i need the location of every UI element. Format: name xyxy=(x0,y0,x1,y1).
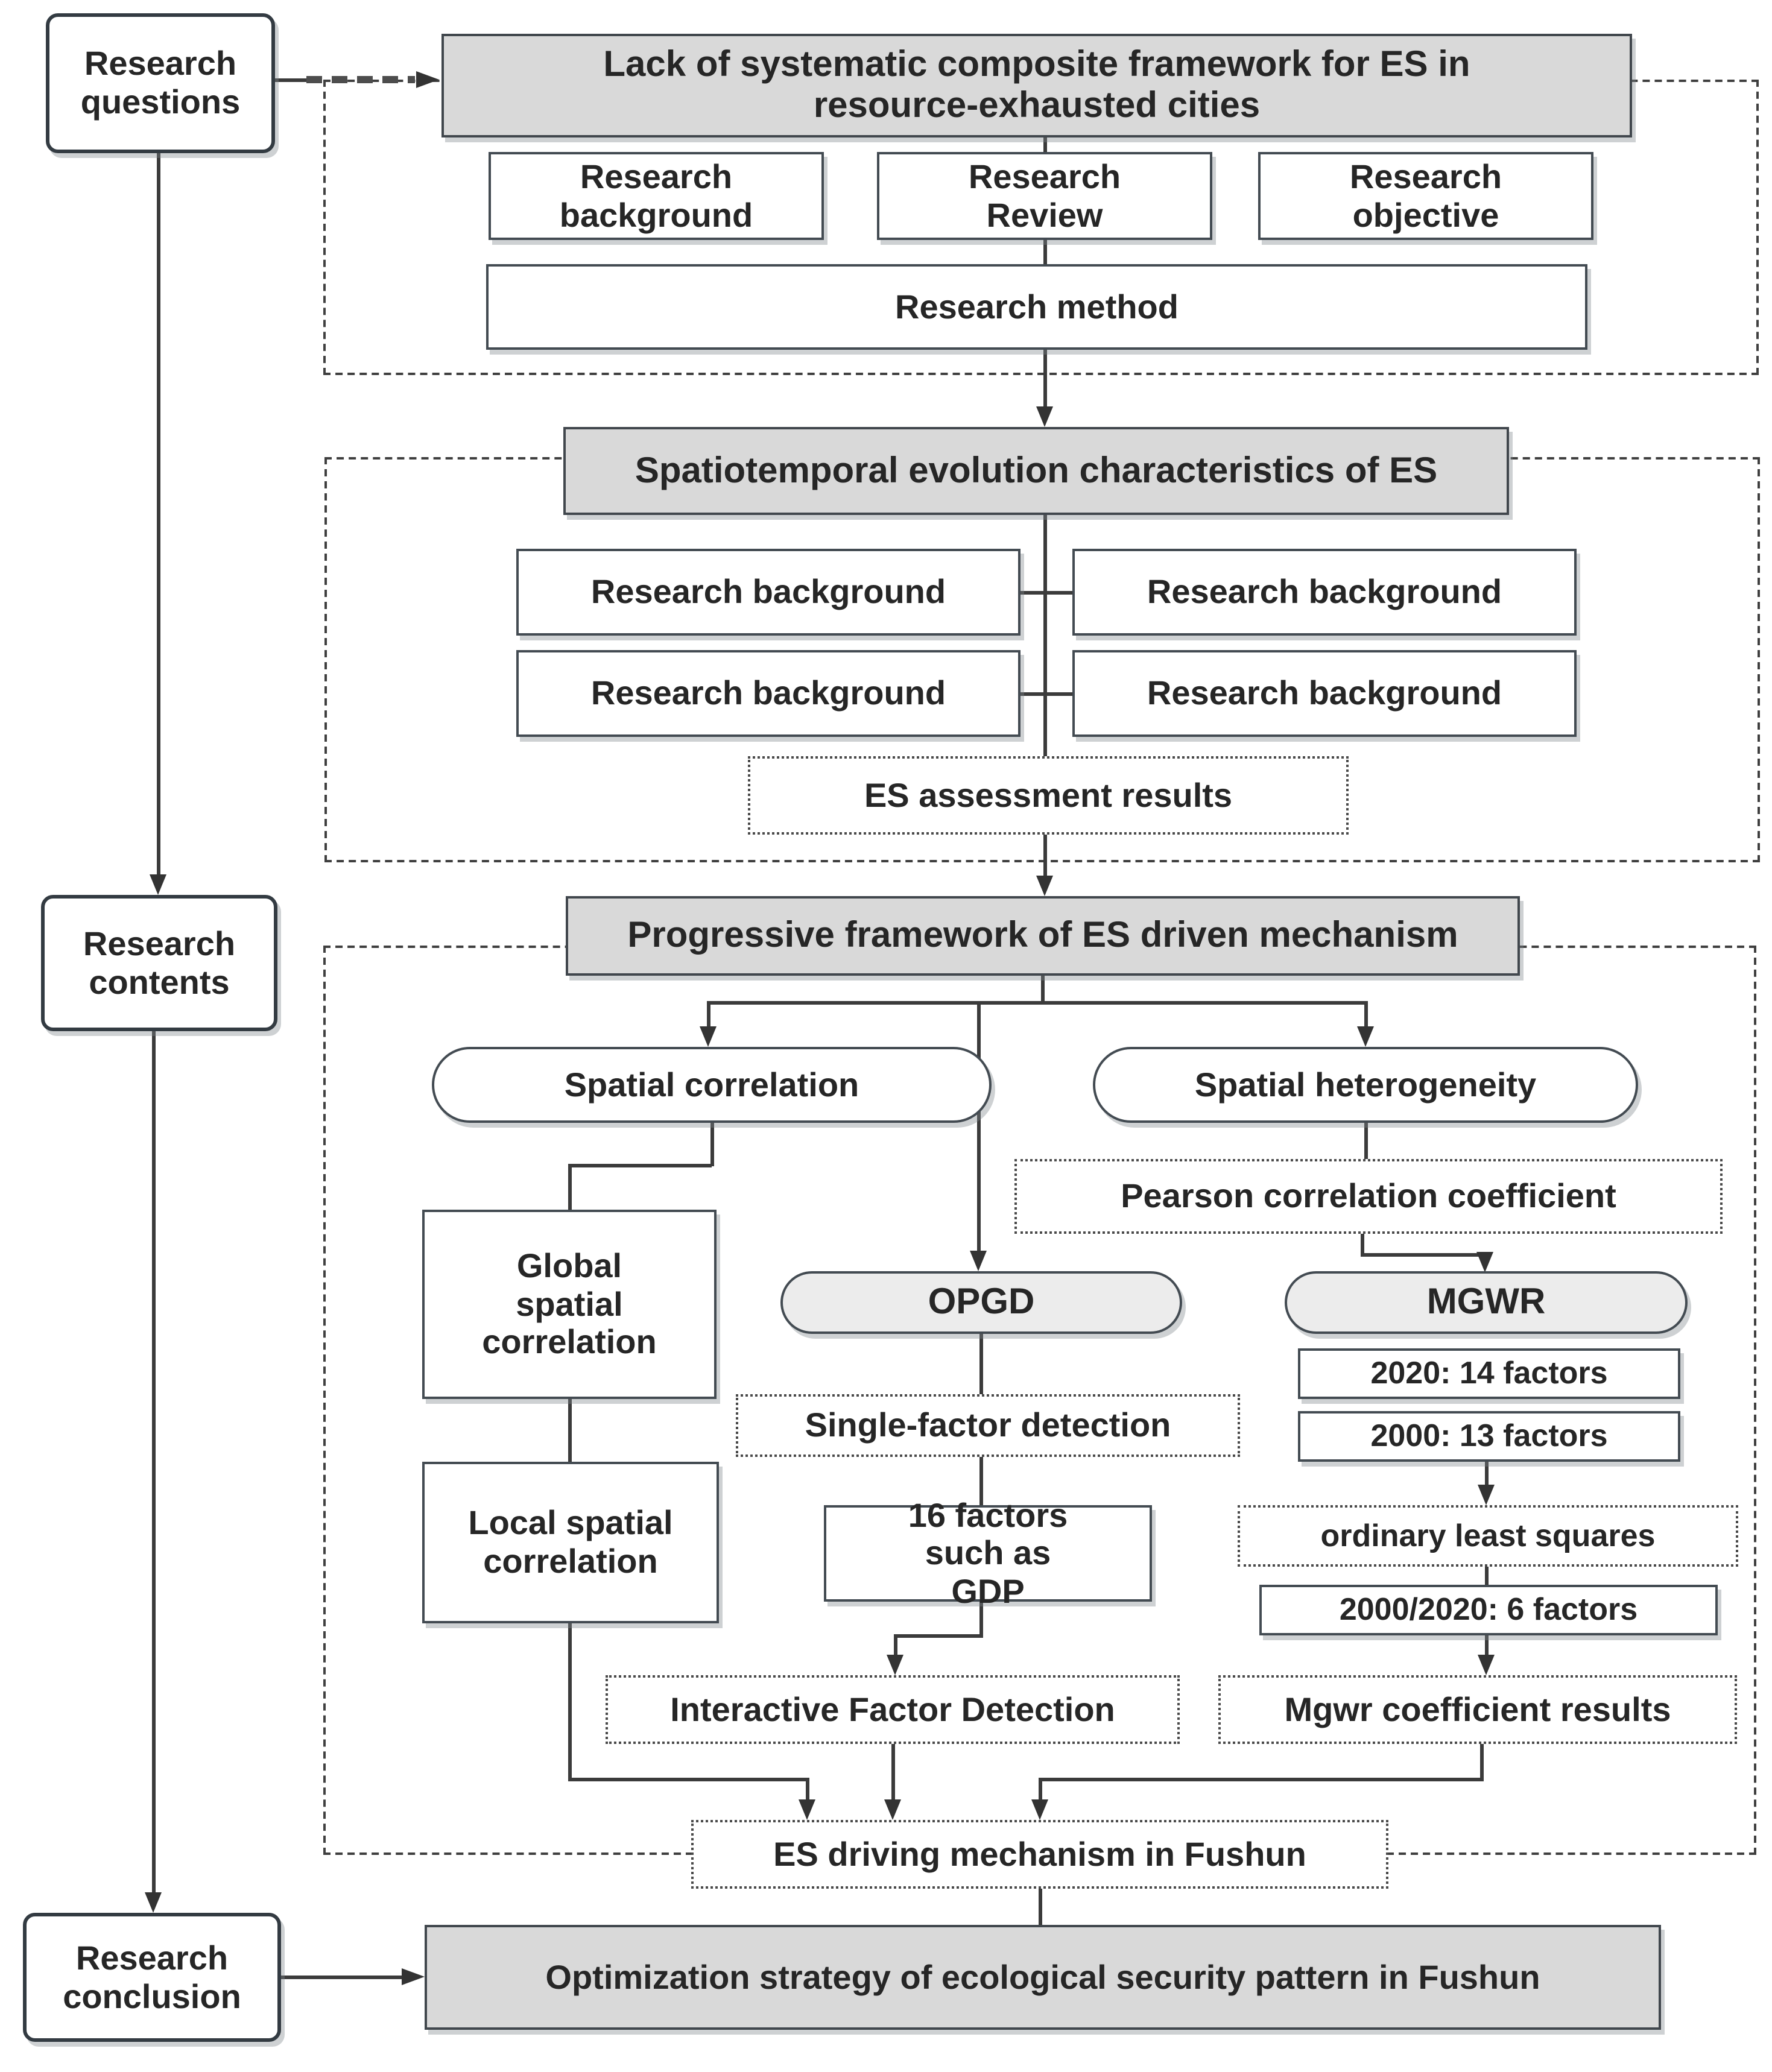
arrowhead-into-header1 xyxy=(416,71,439,88)
drop-to-interactive xyxy=(894,1634,897,1656)
global-spatial-correlation-box: Global spatial correlation xyxy=(422,1210,717,1399)
pearson-coefficient-box: Pearson correlation coefficient xyxy=(1014,1159,1723,1234)
arrowhead-into-mgwr xyxy=(1476,1252,1493,1272)
connector-interactive-esdriving xyxy=(891,1744,894,1802)
elbow-mgwrresults-esdriving xyxy=(1039,1778,1482,1781)
drop-right-esdriving xyxy=(1039,1778,1042,1802)
research-background-r1-left: Research background xyxy=(516,549,1020,636)
interactive-factor-detection-box: Interactive Factor Detection xyxy=(606,1675,1180,1744)
group2-header: Spatiotemporal evolution characteristics… xyxy=(563,427,1509,515)
local-spatial-correlation-box: Local spatial correlation xyxy=(422,1462,719,1623)
connector-review-method xyxy=(1043,240,1046,264)
connector-f6-mgwrresults xyxy=(1485,1635,1488,1657)
connector-singlefactor-16f xyxy=(979,1457,983,1505)
drop-left-esdriving xyxy=(806,1778,809,1802)
arrowhead-into-conclusion xyxy=(145,1892,162,1913)
connector-esdriving-optimization xyxy=(1039,1889,1042,1925)
connector-correlation-elbow xyxy=(710,1123,714,1166)
connector-questions-contents xyxy=(157,153,160,876)
spatial-correlation-pill: Spatial correlation xyxy=(432,1047,992,1123)
connector-local-down xyxy=(568,1623,571,1781)
factors-2000-box: 2000: 13 factors xyxy=(1298,1411,1680,1462)
connector-method-spatiotemporal xyxy=(1043,350,1046,408)
factors-combined-box: 2000/2020: 6 factors xyxy=(1259,1585,1718,1635)
connector-heterogeneity-pearson xyxy=(1364,1123,1367,1159)
connector-16f-elbow xyxy=(979,1602,983,1638)
elbow-16f-interactive xyxy=(894,1634,982,1637)
factors-2020-box: 2020: 14 factors xyxy=(1298,1348,1680,1399)
connector-global-local xyxy=(568,1399,571,1462)
arrowhead-into-spatial-correlation xyxy=(700,1026,717,1047)
split-horizontal xyxy=(708,1001,1365,1004)
connector-pearson-elbow xyxy=(1361,1234,1364,1256)
es-driving-mechanism-box: ES driving mechanism in Fushun xyxy=(691,1820,1388,1889)
arrowhead-into-mgwrresults xyxy=(1478,1655,1495,1675)
arrowhead-into-opgd xyxy=(970,1251,987,1271)
research-contents-box: Research contents xyxy=(41,895,277,1031)
research-objective-box: Research objective xyxy=(1258,152,1593,240)
connector-conclusion-optimization xyxy=(281,1976,403,1979)
connector-result-progressive xyxy=(1043,835,1046,877)
elbow-local-esdriving xyxy=(568,1778,807,1781)
arrowhead-center-into-esdriving xyxy=(884,1799,901,1820)
ordinary-least-squares-box: ordinary least squares xyxy=(1238,1505,1738,1567)
research-conclusion-box: Research conclusion xyxy=(23,1913,281,2042)
arrowhead-into-ols xyxy=(1478,1485,1495,1505)
research-background-r1-right: Research background xyxy=(1072,549,1577,636)
spatial-heterogeneity-pill: Spatial heterogeneity xyxy=(1093,1047,1638,1123)
connector-progressive-split xyxy=(1041,976,1044,1002)
connector-elbow-global xyxy=(568,1164,571,1210)
connector-center-group2 xyxy=(1043,515,1046,756)
group3-header: Progressive framework of ES driven mecha… xyxy=(566,896,1520,976)
connector-row1-boxes xyxy=(1020,591,1072,594)
mgwr-pill: MGWR xyxy=(1285,1271,1688,1334)
drop-to-spatial-correlation xyxy=(707,1001,710,1028)
es-assessment-results-box: ES assessment results xyxy=(748,756,1349,835)
arrowhead-into-optimization xyxy=(402,1968,425,1985)
connector-questions-header xyxy=(275,78,306,81)
mgwr-coefficient-results-box: Mgwr coefficient results xyxy=(1218,1675,1737,1744)
arrowhead-left-into-esdriving xyxy=(799,1799,815,1820)
arrowhead-into-interactive xyxy=(887,1655,903,1675)
arrowhead-into-spatial-heterogeneity xyxy=(1357,1026,1374,1047)
research-questions-box: Research questions xyxy=(46,13,275,153)
connector-ols-f6 xyxy=(1485,1567,1488,1585)
elbow-pearson-mgwr xyxy=(1361,1253,1485,1256)
dashed-arrow-segment xyxy=(306,76,415,83)
connector-header1-review xyxy=(1043,137,1046,152)
single-factor-detection-box: Single-factor detection xyxy=(736,1394,1240,1457)
research-method-box: Research method xyxy=(486,264,1587,350)
research-background-r2-right: Research background xyxy=(1072,650,1577,737)
sixteen-factors-box: 16 factors such as GDP xyxy=(824,1496,1152,1610)
research-review-box: Research Review xyxy=(877,152,1212,240)
opgd-pill: OPGD xyxy=(780,1271,1182,1334)
research-background-r2-left: Research background xyxy=(516,650,1020,737)
drop-to-spatial-heterogeneity xyxy=(1364,1001,1367,1028)
connector-f2000-ols xyxy=(1485,1462,1488,1488)
connector-contents-conclusion xyxy=(152,1031,155,1894)
drop-to-opgd xyxy=(977,1001,980,1252)
connector-mgwrresults-down xyxy=(1480,1744,1483,1781)
arrowhead-into-contents xyxy=(150,874,166,895)
elbow-correlation-global xyxy=(568,1164,712,1167)
optimization-strategy-bar: Optimization strategy of ecological secu… xyxy=(425,1925,1661,2030)
connector-row2-boxes xyxy=(1020,692,1072,695)
connector-opgd-singlefactor xyxy=(979,1334,983,1394)
research-background-box: Research background xyxy=(489,152,824,240)
arrowhead-into-progressive xyxy=(1036,876,1053,896)
arrowhead-right-into-esdriving xyxy=(1031,1799,1048,1820)
group1-header: Lack of systematic composite framework f… xyxy=(441,34,1632,137)
arrowhead-into-spatiotemporal xyxy=(1036,406,1053,427)
